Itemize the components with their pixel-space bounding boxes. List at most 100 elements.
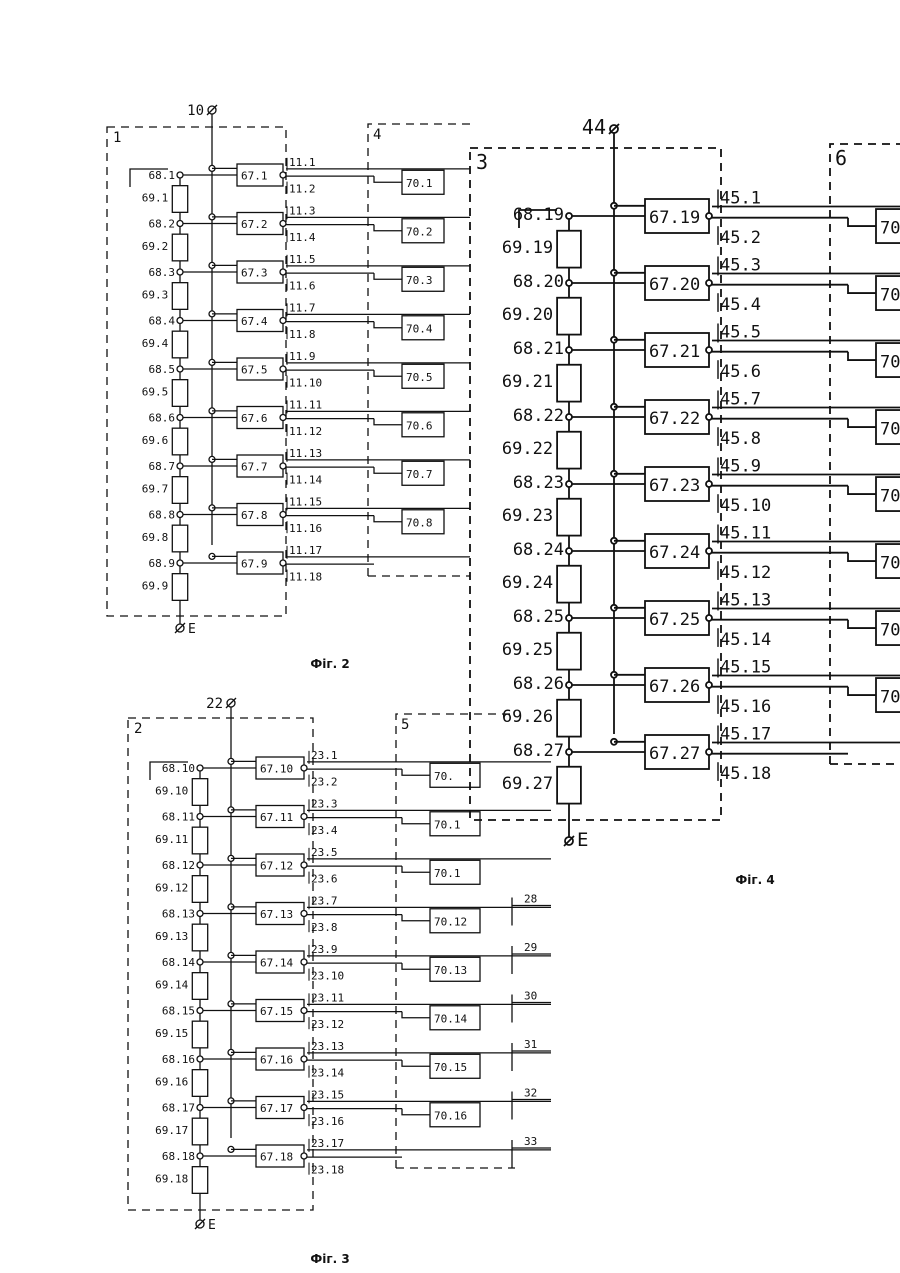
- switch-output-node: [706, 347, 712, 353]
- line-label: 23.7: [311, 894, 338, 907]
- resistor-label: 69.22: [502, 439, 553, 459]
- resistor: [172, 234, 187, 261]
- line-label: 11.6: [289, 280, 316, 293]
- chain-node: [177, 512, 183, 518]
- ground-terminal-label: E: [577, 829, 588, 851]
- line-label: 11.15: [289, 495, 322, 508]
- line-label: 11.11: [289, 398, 322, 411]
- line-label: 23.12: [311, 1018, 344, 1031]
- resistor: [192, 876, 207, 903]
- resistor: [192, 1070, 207, 1097]
- line-label: 11.1: [289, 156, 316, 169]
- line-label: 23.15: [311, 1088, 344, 1101]
- chain-node: [197, 765, 203, 771]
- line-label: 45.11: [720, 523, 771, 543]
- right-box-label: 70.4: [406, 323, 433, 336]
- line-label: 45.16: [720, 697, 771, 717]
- chain-node: [177, 221, 183, 227]
- chain-node: [197, 911, 203, 917]
- chain-node: [177, 366, 183, 372]
- resistor: [192, 1021, 207, 1048]
- switch-output-node: [280, 560, 286, 566]
- node-label: 68.27: [513, 741, 564, 761]
- line-label: 23.16: [311, 1115, 344, 1128]
- chain-node: [177, 463, 183, 469]
- resistor-label: 69.21: [502, 372, 553, 392]
- group-label-left: 2: [134, 721, 142, 737]
- line-label: 45.14: [720, 630, 771, 650]
- resistor-label: 69.9: [142, 580, 169, 593]
- switch-output-node: [706, 213, 712, 219]
- switch-label: 67.23: [649, 476, 700, 496]
- resistor-label: 69.11: [155, 833, 188, 846]
- switch-label: 67.17: [260, 1102, 293, 1115]
- resistor: [172, 477, 187, 504]
- resistor: [172, 186, 187, 213]
- resistor-label: 69.27: [502, 774, 553, 794]
- resistor: [557, 566, 581, 603]
- resistor: [192, 827, 207, 854]
- line-label: 45.5: [720, 322, 761, 342]
- right-box-label: 70: [880, 420, 900, 440]
- line-label: 11.10: [289, 377, 322, 390]
- resistor: [172, 574, 187, 601]
- right-box-label: 70: [880, 286, 900, 306]
- resistor-label: 69.10: [155, 785, 188, 798]
- switch-output-node: [706, 280, 712, 286]
- switch-label: 67.14: [260, 956, 293, 969]
- switch-output-node: [301, 814, 307, 820]
- right-box-label: 70.12: [434, 916, 467, 929]
- switch-output-node: [301, 862, 307, 868]
- resistor-label: 69.26: [502, 707, 553, 727]
- group-label-right: 6: [835, 146, 847, 170]
- line-label: 11.14: [289, 474, 322, 487]
- resistor: [557, 700, 581, 737]
- line-label: 45.3: [720, 255, 761, 275]
- resistor-label: 69.2: [142, 240, 169, 253]
- node-label: 68.13: [162, 908, 195, 921]
- line-label: 11.16: [289, 522, 322, 535]
- line-label: 45.13: [720, 590, 771, 610]
- resistor-label: 69.20: [502, 305, 553, 325]
- switch-label: 67.4: [241, 315, 268, 328]
- line-label: 11.18: [289, 571, 322, 584]
- line-label: 23.8: [311, 921, 338, 934]
- top-terminal-label: 10: [187, 103, 204, 119]
- right-box-label: 70.1: [434, 867, 461, 880]
- right-box-label: 70.13: [434, 964, 467, 977]
- switch-label: 67.12: [260, 859, 293, 872]
- line-label: 45.18: [720, 764, 771, 784]
- line-label: 45.10: [720, 496, 771, 516]
- switch-output-node: [301, 1056, 307, 1062]
- resistor: [192, 1167, 207, 1194]
- switch-output-node: [301, 959, 307, 965]
- figure-2: 1410E68.169.167.111.111.268.269.267.211.…: [107, 103, 470, 671]
- output-label: 28: [524, 893, 537, 906]
- figure-4: 3644E68.1969.1967.1945.145.268.2069.2067…: [470, 115, 900, 887]
- resistor-label: 69.3: [142, 289, 169, 302]
- resistor: [172, 331, 187, 358]
- top-terminal-label: 44: [582, 115, 606, 139]
- line-label: 45.1: [720, 188, 761, 208]
- switch-label: 67.16: [260, 1053, 293, 1066]
- switch-label: 67.25: [649, 610, 700, 630]
- line-label: 23.13: [311, 1040, 344, 1053]
- switch-output-node: [706, 615, 712, 621]
- right-box-label: 70.14: [434, 1013, 467, 1026]
- output-label: 33: [524, 1135, 537, 1148]
- resistor-label: 69.12: [155, 882, 188, 895]
- line-label: 11.4: [289, 231, 316, 244]
- switch-output-node: [706, 481, 712, 487]
- ground-terminal-label: E: [188, 622, 196, 637]
- output-label: 30: [524, 990, 537, 1003]
- resistor: [192, 973, 207, 1000]
- switch-label: 67.6: [241, 412, 268, 425]
- group-label-right: 5: [401, 717, 409, 733]
- resistor-label: 69.1: [142, 192, 169, 205]
- right-box-label: 70.1: [406, 177, 433, 190]
- node-label: 68.1: [149, 169, 176, 182]
- node-label: 68.15: [162, 1005, 195, 1018]
- right-box-label: 70: [880, 621, 900, 641]
- figure-caption: Фіг. 2: [310, 657, 349, 671]
- resistor-label: 69.14: [155, 979, 188, 992]
